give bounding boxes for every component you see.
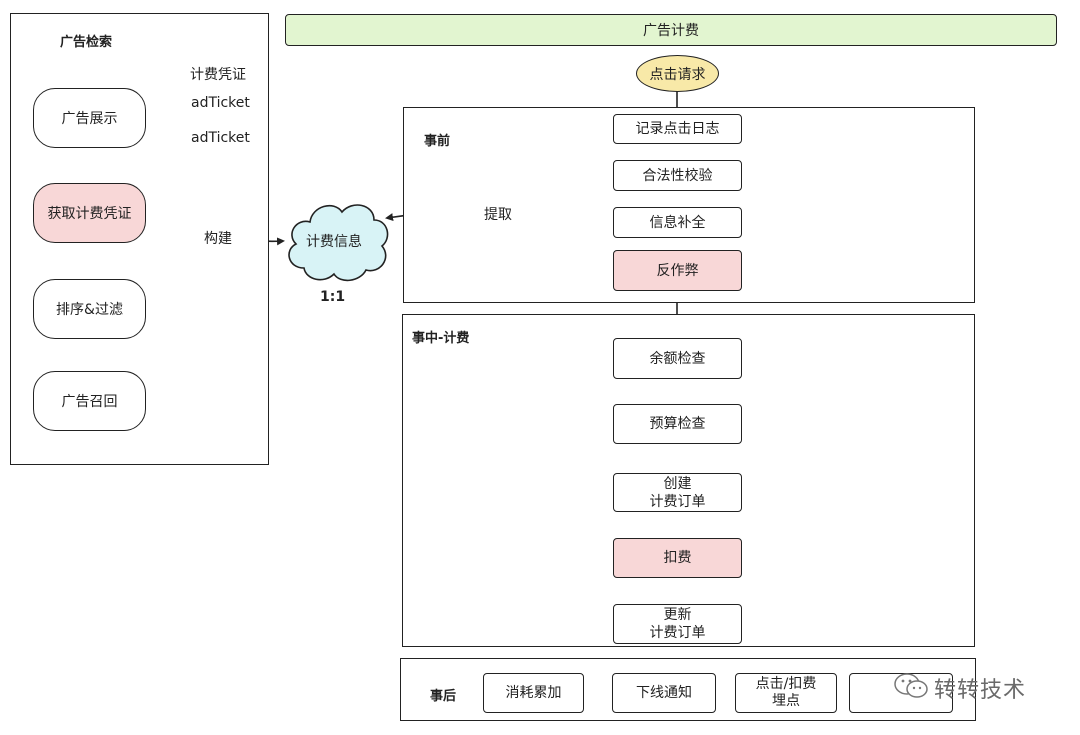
ad-billing-header-title: 广告计费 (643, 23, 699, 39)
step-info-complete: 信息补全 (613, 207, 742, 238)
post-step-offline-notice: 下线通知 (612, 673, 716, 713)
voucher-note-adticket-2: adTicket (191, 130, 250, 146)
step-legality-check: 合法性校验 (613, 160, 742, 191)
step-budget-check: 预算检查 (613, 404, 742, 444)
wechat-logo-icon (894, 673, 928, 698)
node-get-voucher: 获取计费凭证 (33, 183, 146, 243)
post-step-tracking: 点击/扣费 埋点 (735, 673, 837, 713)
ad-billing-header: 广告计费 (285, 14, 1057, 46)
step-update-order: 更新 计费订单 (613, 604, 742, 644)
post-step-consumption: 消耗累加 (483, 673, 584, 713)
post-stage-title: 事后 (430, 689, 457, 704)
edge-label-build: 构建 (204, 228, 232, 248)
voucher-note-adticket-1: adTicket (191, 95, 250, 111)
step-deduct: 扣费 (613, 538, 742, 578)
click-request-label: 点击请求 (649, 66, 706, 83)
voucher-note-title: 计费凭证 (190, 67, 246, 83)
node-ad-display: 广告展示 (33, 88, 146, 148)
billing-info-cloud (288, 204, 389, 282)
step-create-order: 创建 计费订单 (613, 473, 742, 512)
click-request-node: 点击请求 (636, 55, 719, 92)
node-ad-recall: 广告召回 (33, 371, 146, 431)
step-anti-fraud: 反作弊 (613, 250, 742, 291)
mid-stage-title: 事中-计费 (412, 331, 470, 346)
node-sort-filter: 排序&过滤 (33, 279, 146, 339)
step-record-click-log: 记录点击日志 (613, 114, 742, 144)
edge-label-extract: 提取 (484, 204, 512, 224)
cloud-label: 计费信息 (306, 234, 362, 250)
cloud-ratio: 1:1 (320, 289, 346, 305)
watermark-text: 转转技术 (934, 678, 1027, 703)
pre-stage-title: 事前 (424, 134, 451, 149)
ad-retrieval-title: 广告检索 (60, 35, 113, 50)
step-balance-check: 余额检查 (613, 338, 742, 379)
